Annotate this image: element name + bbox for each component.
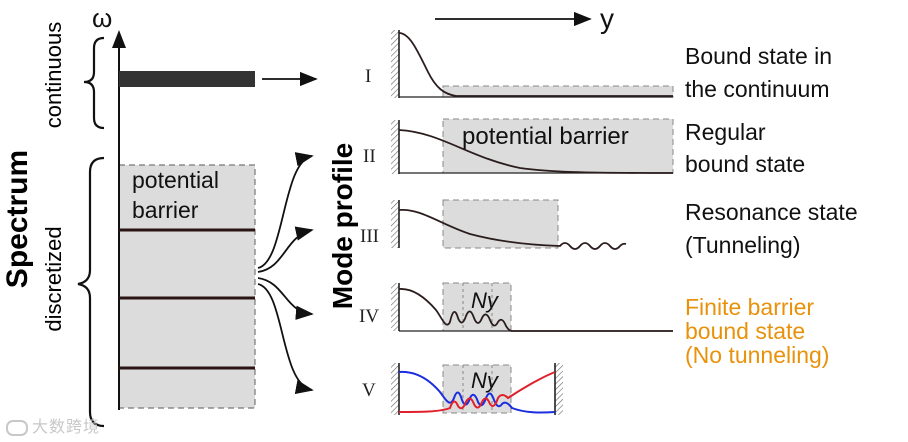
y-axis-label: y [600,3,614,34]
panel-I-wall-hatch [391,30,399,98]
panel-II-mode-curve [398,129,674,174]
panel-III-desc-line2: (Tunneling) [685,232,801,258]
omega-axis-label: ω [92,3,113,33]
panel-III-wall-hatch [391,200,399,248]
panel-II-wall-hatch [391,120,399,174]
panel-V-barrier [442,364,512,414]
panel-II-numeral: II [363,146,376,167]
discretized-brace [77,156,105,428]
panel-III-numeral: III [360,226,379,247]
discretized-label: discretized [41,226,66,332]
panel-IV-ny-label: Ny [471,288,498,313]
mode-panel-V [391,363,563,415]
panel-IV-mode-curve [398,288,673,332]
mode-panel-I [391,30,674,98]
panel-II-barrier [442,118,674,174]
arrow-to-panel-II [257,152,314,269]
panel-V-blue-mode [398,370,556,414]
panel-IV-desc-line3: (No tunneling) [685,342,830,368]
panel-V-red-mode [398,371,556,413]
panel-I-desc-line1: Bound state in [685,43,833,69]
panel-IV-desc-line2: bound state [685,318,806,344]
arrow-to-panel-V [257,283,314,395]
connector-arrows [257,11,592,395]
omega-axis-arrowhead [112,30,126,48]
arrow-to-panel-III [257,226,314,273]
watermark-logo-icon [6,419,28,436]
panel-V-numeral: V [362,380,376,401]
mode-panel-IV [391,282,673,332]
panel-I-numeral: I [365,66,372,87]
panel-IV-wall-hatch [391,283,399,331]
continuous-label: continuous [41,21,66,129]
panel-II-desc-line2: bound state [685,151,806,177]
watermark-text: 大数跨境 [32,417,101,436]
mode-panel-II [391,118,674,174]
panel-II-barrier-label: potential barrier [462,123,629,150]
panel-V-ny-label: Ny [471,368,498,393]
panel-V-wall-hatch-left [391,363,399,415]
panel-I-desc-line2: the continuum [685,76,830,102]
spectrum-barrier-line2: barrier [132,197,199,223]
panel-IV-numeral: IV [359,306,380,327]
spectrum-panel [77,30,256,428]
watermark: 大数跨境 [6,413,100,437]
panel-V-wall-hatch-right [555,363,563,415]
arrow-to-panel-IV [257,277,314,320]
spectrum-barrier-line1: potential [132,167,219,193]
continuum-band [119,71,255,87]
panel-II-desc-line1: Regular [685,119,766,145]
spectrum-label: Spectrum [1,149,34,289]
continuous-brace [83,36,105,130]
mode-profile-label: Mode profile [327,142,358,310]
panel-IV-desc-line1: Finite barrier [685,294,815,320]
mode-panel-III [391,199,627,250]
panel-I-mode-curve [398,32,673,97]
panel-III-mode-curve [398,209,627,250]
panel-III-desc-line1: Resonance state [685,199,858,225]
